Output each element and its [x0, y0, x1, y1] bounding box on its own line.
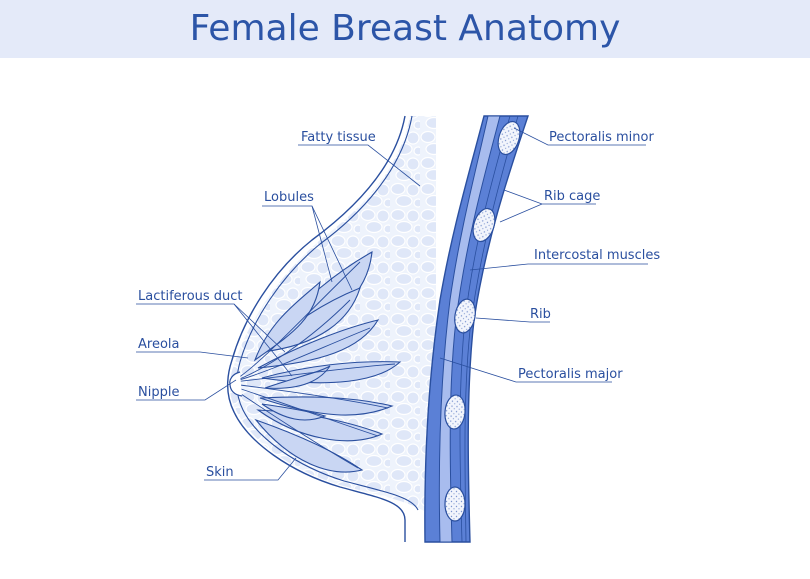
lobule: [254, 418, 364, 473]
label-skin: Skin: [206, 465, 234, 480]
label-pectoralis-major: Pectoralis major: [518, 367, 623, 382]
lobule: [264, 365, 331, 389]
label-fatty-tissue: Fatty tissue: [301, 130, 376, 145]
lactiferous-ducts: [231, 261, 396, 469]
muscle-striation: [464, 115, 519, 543]
lobule: [259, 396, 394, 416]
title-banner: [0, 0, 810, 58]
rib-oval: [454, 298, 476, 334]
lobule: [253, 280, 321, 362]
label-pectoralis-minor: Pectoralis minor: [549, 130, 654, 145]
label-nipple: Nipple: [138, 385, 179, 400]
leader-lines: [136, 127, 648, 481]
page-title: Female Breast Anatomy: [189, 8, 621, 49]
label-rib: Rib: [530, 307, 551, 322]
rib-oval: [497, 120, 521, 156]
label-areola: Areola: [138, 337, 179, 352]
rib-oval: [472, 207, 496, 243]
skin-outline: [227, 115, 406, 542]
lobules-group: [253, 250, 402, 473]
label-intercostal-muscles: Intercostal muscles: [534, 248, 660, 263]
label-lobules: Lobules: [264, 190, 314, 205]
rib-oval: [444, 394, 466, 430]
lobule: [261, 403, 327, 421]
rib-oval: [444, 486, 466, 522]
label-rib-cage: Rib cage: [544, 189, 600, 204]
lobule: [257, 319, 380, 369]
label-lactiferous-duct: Lactiferous duct: [138, 289, 243, 304]
